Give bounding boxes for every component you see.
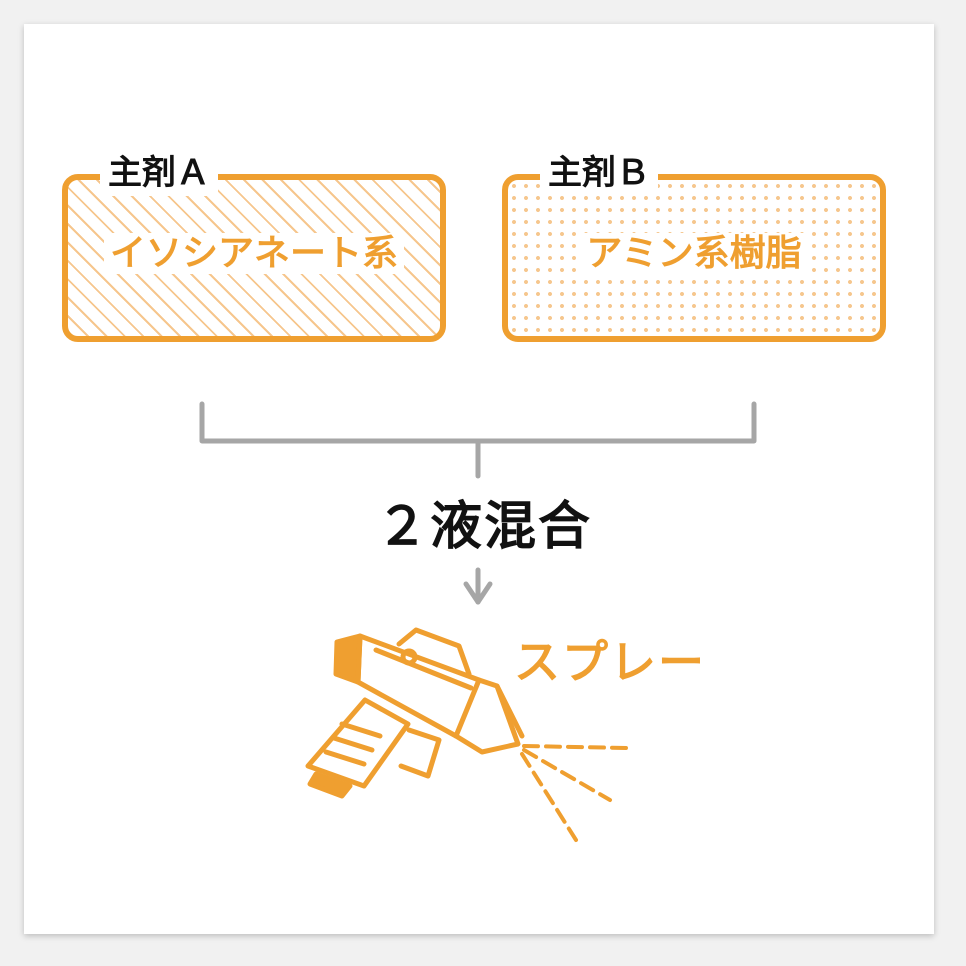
diagram-canvas: 主剤Ａ イソシアネート系 主剤Ｂ アミン系樹脂: [24, 24, 934, 934]
component-b-content-wrap: アミン系樹脂: [508, 230, 880, 278]
component-a-box: 主剤Ａ イソシアネート系: [62, 150, 446, 342]
component-a-content-wrap: イソシアネート系: [68, 230, 440, 278]
component-b-content: アミン系樹脂: [580, 233, 808, 274]
merge-bracket: [199, 401, 757, 444]
mixing-label: ２液混合: [375, 497, 592, 557]
component-b-box: 主剤Ｂ アミン系樹脂: [502, 150, 886, 342]
component-b-title: 主剤Ｂ: [540, 150, 658, 196]
connector-lines: [199, 401, 757, 842]
component-a-content: イソシアネート系: [103, 233, 404, 274]
component-a-title: 主剤Ａ: [100, 150, 218, 196]
arrow-down-icon: [463, 581, 493, 605]
spray-mist-lines: [520, 744, 630, 842]
spray-gun-icon: [305, 627, 525, 799]
spray-label: スプレー: [514, 635, 706, 689]
